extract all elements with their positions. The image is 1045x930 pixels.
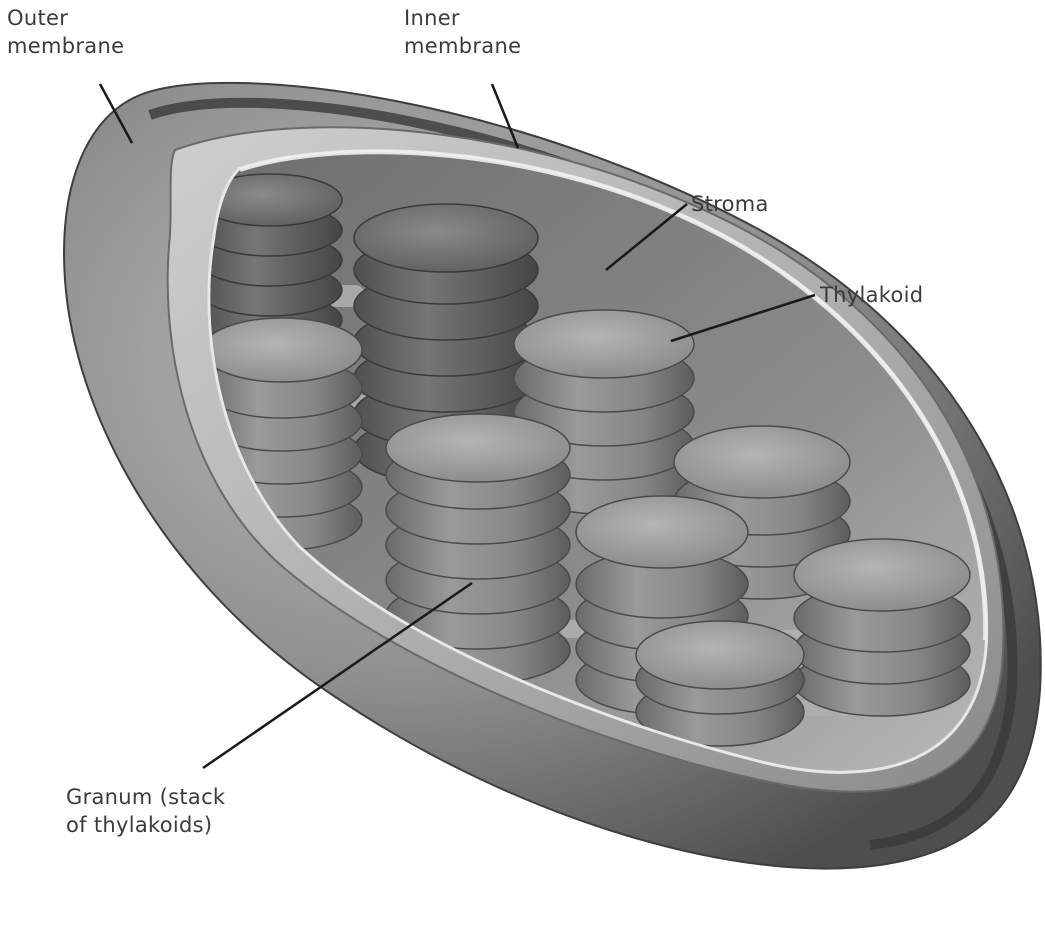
label-stroma: Stroma xyxy=(691,190,769,218)
label-inner-membrane: Inner membrane xyxy=(404,4,521,60)
label-thylakoid-text: Thylakoid xyxy=(820,281,923,309)
label-stroma-text: Stroma xyxy=(691,190,769,218)
label-granum-line2: of thylakoids) xyxy=(66,811,225,839)
granum-far-right xyxy=(794,539,970,716)
granum-front-bottom xyxy=(636,621,804,746)
label-granum: Granum (stack of thylakoids) xyxy=(66,783,225,839)
label-outer-membrane: Outer membrane xyxy=(7,4,124,60)
label-inner-membrane-line2: membrane xyxy=(404,32,521,60)
label-thylakoid: Thylakoid xyxy=(820,281,923,309)
label-outer-membrane-line2: membrane xyxy=(7,32,124,60)
label-outer-membrane-line1: Outer xyxy=(7,4,124,32)
label-inner-membrane-line1: Inner xyxy=(404,4,521,32)
label-granum-line1: Granum (stack xyxy=(66,783,225,811)
